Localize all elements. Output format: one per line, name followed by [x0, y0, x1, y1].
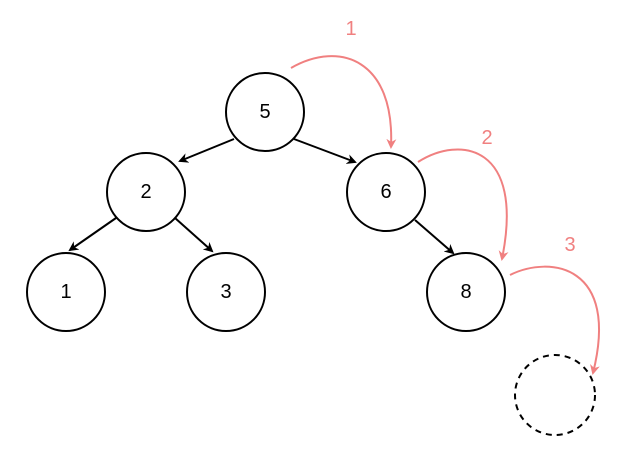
tree-node-2: 2: [106, 152, 186, 232]
node-circle: [426, 252, 506, 332]
step-arrow-3: [509, 265, 600, 375]
node-label: 1: [60, 281, 71, 303]
tree-node-6: 6: [346, 152, 426, 232]
edge-5-to-6: [293, 138, 357, 164]
tree-node-3: 3: [186, 252, 266, 332]
node-circle: [186, 252, 266, 332]
tree-edges: [68, 138, 455, 255]
tree-node-1: 1: [26, 252, 106, 332]
edge-2-to-3: [174, 217, 214, 253]
tree-node-5: 5: [225, 72, 305, 152]
step-label-2: 2: [481, 127, 492, 149]
dashed-placeholder-circle: [514, 354, 596, 436]
edge-6-to-8: [414, 219, 455, 255]
node-label: 2: [140, 181, 151, 203]
node-circle: [346, 152, 426, 232]
step-arrow-1: [290, 55, 397, 149]
node-circle: [106, 152, 186, 232]
tree-node-8: 8: [426, 252, 506, 332]
placeholder-node: [514, 354, 596, 436]
step-arrow-2: [417, 148, 509, 261]
node-label: 5: [259, 101, 270, 123]
node-label: 3: [220, 281, 231, 303]
step-arrows: 1 2 3: [290, 18, 600, 375]
node-label: 8: [460, 281, 471, 303]
node-circle: [225, 72, 305, 152]
node-circle: [26, 252, 106, 332]
step-label-3: 3: [564, 234, 575, 256]
node-label: 6: [380, 181, 391, 203]
edge-5-to-2: [178, 138, 235, 163]
step-label-1: 1: [345, 18, 356, 40]
edge-2-to-1: [68, 217, 117, 252]
